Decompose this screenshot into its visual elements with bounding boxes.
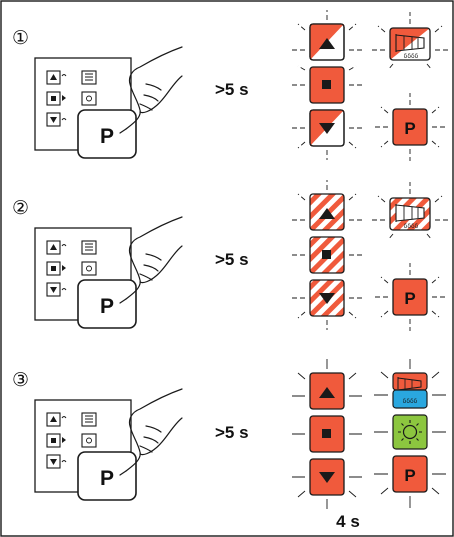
duration-label: >5 s (215, 250, 249, 269)
remote-down-button[interactable] (46, 112, 67, 127)
direction-buttons (292, 10, 362, 160)
remote-up-button[interactable] (46, 240, 67, 255)
remote-control: P (34, 57, 137, 159)
remote-sun-button[interactable] (81, 261, 97, 276)
p-button-blinking: P (374, 93, 446, 161)
remote-control: P (34, 399, 137, 501)
p-button-blinking: P (374, 263, 446, 331)
step-number: ③ (12, 369, 29, 391)
step-3: ③ (12, 359, 446, 531)
up-button-blinking (309, 372, 345, 410)
step-number: ① (12, 27, 29, 49)
blink-rays (292, 359, 362, 509)
blink-rays (292, 180, 362, 330)
remote-p-button[interactable]: P (77, 451, 137, 501)
p-label: P (404, 466, 415, 485)
remote-sun-button[interactable] (81, 91, 97, 106)
duration-label: >5 s (215, 423, 249, 442)
svg-text:δδδδ: δδδδ (404, 223, 419, 230)
down-button-striped (309, 279, 345, 317)
direction-buttons (292, 359, 362, 509)
hand-icon (119, 388, 183, 476)
remote-up-button[interactable] (46, 70, 67, 85)
final-duration-label: 4 s (336, 512, 360, 531)
svg-text:δδδδ: δδδδ (403, 398, 418, 405)
duration-label: >5 s (215, 80, 249, 99)
down-button-blinking (309, 458, 345, 496)
p-label: P (100, 467, 114, 490)
blink-rays (292, 10, 362, 160)
remote-control: P (34, 227, 137, 329)
wind-rain-icon-striped: δδδδ (372, 182, 448, 241)
remote-wind-rain-button[interactable] (81, 240, 97, 255)
p-label: P (100, 125, 114, 148)
stop-button-blinking (309, 66, 345, 104)
up-button-striped (309, 193, 345, 231)
p-button-blinking: P (374, 455, 446, 508)
step-number: ② (12, 197, 29, 219)
direction-buttons (292, 180, 362, 330)
wind-rain-icon-blinking: δδδδ (374, 359, 446, 409)
remote-p-button[interactable]: P (77, 109, 137, 159)
up-button-blinking (309, 23, 345, 61)
hand-icon (119, 46, 183, 134)
sun-icon-blinking (374, 414, 446, 450)
hand-icon (119, 216, 183, 304)
remote-sun-button[interactable] (81, 433, 97, 448)
remote-wind-rain-button[interactable] (81, 70, 97, 85)
remote-p-button[interactable]: P (77, 279, 137, 329)
remote-down-button[interactable] (46, 282, 67, 297)
remote-wind-rain-button[interactable] (81, 412, 97, 427)
stop-button-blinking (309, 415, 345, 453)
remote-stop-button[interactable] (46, 261, 66, 276)
remote-stop-button[interactable] (46, 433, 66, 448)
wind-rain-icon-blinking: δδδδ (372, 12, 448, 71)
stop-button-striped (309, 236, 345, 274)
step-1: ① (12, 10, 448, 161)
remote-down-button[interactable] (46, 454, 67, 469)
svg-text:δδδδ: δδδδ (404, 53, 419, 60)
down-button-blinking (309, 109, 345, 147)
remote-stop-button[interactable] (46, 91, 66, 106)
remote-up-button[interactable] (46, 412, 67, 427)
p-label: P (404, 119, 415, 138)
step-2: ② (12, 180, 448, 331)
p-label: P (100, 295, 114, 318)
p-label: P (404, 289, 415, 308)
